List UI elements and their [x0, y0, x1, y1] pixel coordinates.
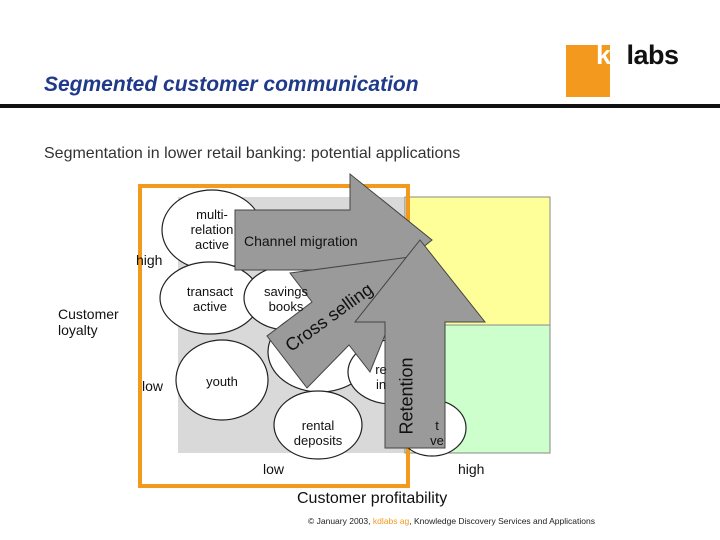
segment-savings-label: savings books	[248, 284, 324, 314]
segment-savings-line2: books	[268, 299, 304, 314]
segment-rental-line1: rental	[301, 418, 335, 433]
footer-suffix: , Knowledge Discovery Services and Appli…	[409, 516, 595, 526]
y-axis-label-line2: loyalty	[58, 322, 98, 338]
y-axis-label: Customer loyalty	[58, 306, 119, 338]
segment-multi-relation-line3: active	[195, 237, 229, 252]
logo-suffix: labs	[626, 40, 680, 70]
segment-rental-line2: deposits	[293, 433, 343, 448]
segment-multi-relation-line1: multi-	[196, 207, 228, 222]
x-axis-high: high	[458, 461, 485, 477]
y-axis-label-line1: Customer	[58, 306, 119, 322]
y-axis-high: high	[136, 252, 163, 268]
logo: kdlabs	[596, 40, 679, 71]
logo-prefix: kd	[596, 40, 627, 70]
segment-multi-relation-line2: relation	[190, 222, 234, 237]
logo-mark	[566, 45, 610, 97]
retention-arrow	[353, 239, 487, 449]
page-title: Segmented customer communication	[44, 73, 419, 96]
header-divider	[0, 104, 720, 108]
segment-savings-line1: savings	[263, 284, 309, 299]
segment-partial-bottom-line1: t	[435, 418, 439, 433]
segment-youth	[175, 339, 269, 421]
segment-partial-right-line1: re	[375, 362, 387, 377]
x-axis-label: Customer profitability	[297, 490, 448, 507]
segment-partial-bottom-label: t ve	[422, 418, 452, 448]
segment-transact-line1: transact	[186, 284, 234, 299]
x-axis-low: low	[263, 461, 285, 477]
segment-rental-deposits	[273, 390, 363, 460]
footer-prefix: © January 2003,	[308, 516, 371, 526]
cross-selling-arrow	[266, 255, 418, 389]
footer: © January 2003, kdlabs ag, Knowledge Dis…	[308, 516, 595, 526]
segment-partial-right-line2: in	[375, 377, 387, 392]
segment-multi-relation-label: multi- relation active	[172, 207, 252, 252]
y-axis-low: low	[142, 378, 164, 394]
subtitle: Segmentation in lower retail banking: po…	[44, 145, 461, 162]
segment-rental-label: rental deposits	[280, 418, 356, 448]
segment-partial-right-label: re in	[366, 362, 396, 392]
retention-label: Retention	[396, 357, 417, 435]
segment-partial-bottom-line2: ve	[430, 433, 444, 448]
segment-youth-label: youth	[206, 374, 238, 389]
channel-migration-label: Channel migration	[244, 233, 358, 249]
segment-transact-line2: active	[193, 299, 227, 314]
segment-transact-label: transact active	[170, 284, 250, 314]
footer-brand: kdlabs ag	[372, 516, 410, 526]
